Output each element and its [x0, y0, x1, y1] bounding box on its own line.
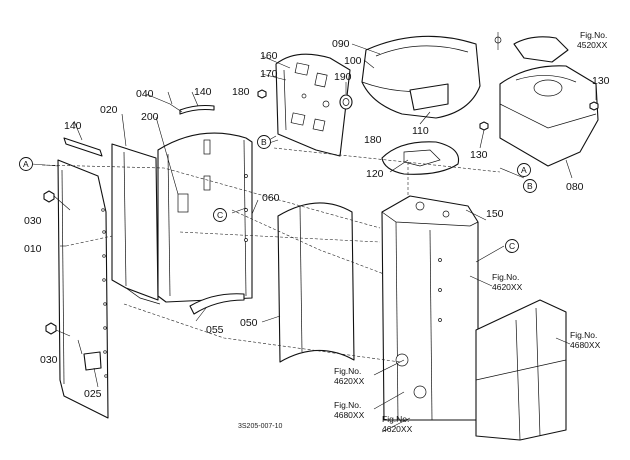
nut-130-right — [589, 101, 599, 111]
part-label: 030 — [40, 354, 58, 366]
front-cover-panel — [57, 159, 109, 419]
part-label: 140 — [194, 86, 212, 98]
part-label: 170 — [260, 68, 278, 80]
svg-text:Fig.No.: Fig.No. — [382, 414, 409, 424]
part-label: 030 — [24, 215, 42, 227]
svg-text:Fig.No.: Fig.No. — [492, 272, 519, 282]
knob-190 — [339, 94, 353, 110]
bolt-030-upper — [43, 190, 71, 211]
nut-130-left — [479, 121, 489, 131]
svg-text:Fig.No.: Fig.No. — [334, 400, 361, 410]
part-label: 180 — [364, 134, 382, 146]
svg-text:B: B — [261, 137, 267, 147]
ref-marker-b-top: B — [257, 135, 271, 149]
svg-text:4680XX: 4680XX — [334, 410, 365, 420]
alignment-line-a — [41, 164, 381, 229]
svg-text:A: A — [521, 165, 527, 175]
part-label: 130 — [470, 149, 488, 161]
part-label: 130 — [592, 75, 610, 87]
svg-text:4520XX: 4520XX — [577, 40, 608, 50]
fig-ref-4620-bottom: Fig.No. 4620XX — [382, 414, 413, 434]
part-label: 140 — [64, 120, 82, 132]
label-plate-025 — [83, 351, 102, 371]
fig-ref-4620-mid: Fig.No. 4620XX — [334, 366, 365, 386]
ref-marker-c-right: C — [505, 239, 519, 253]
seat-shell-090 — [361, 35, 481, 119]
part-label: 190 — [334, 71, 352, 83]
main-frame-column — [381, 195, 479, 421]
gasket-120 — [381, 141, 460, 175]
part-label: 150 — [486, 208, 504, 220]
ref-marker-a-right: A — [517, 163, 531, 177]
control-plate-160 — [275, 53, 351, 157]
inner-panel-020 — [111, 143, 161, 305]
svg-text:Fig.No.: Fig.No. — [580, 30, 607, 40]
part-label: 020 — [100, 104, 118, 116]
svg-text:4620XX: 4620XX — [492, 282, 523, 292]
svg-text:4620XX: 4620XX — [334, 376, 365, 386]
part-label: 120 — [366, 168, 384, 180]
part-label: 055 — [206, 324, 224, 336]
svg-text:Fig.No.: Fig.No. — [570, 330, 597, 340]
part-label: 025 — [84, 388, 102, 400]
fig-ref-4520: Fig.No. 4520XX — [577, 30, 608, 50]
bracket-055 — [189, 293, 245, 315]
seal-strip-140-top — [179, 104, 215, 115]
svg-text:C: C — [509, 241, 515, 251]
alignment-line-d — [123, 303, 401, 363]
part-label: 080 — [566, 181, 584, 193]
part-label: 100 — [344, 55, 362, 67]
alignment-line-f — [179, 231, 381, 243]
part-label: 090 — [332, 38, 350, 50]
svg-text:B: B — [527, 181, 533, 191]
rear-cover-080 — [499, 65, 599, 167]
leader-lines — [31, 43, 597, 433]
part-label: 060 — [262, 192, 280, 204]
bolt-030-lower — [45, 322, 71, 337]
ref-marker-b-right: B — [523, 179, 537, 193]
fig-ref-4620-upper: Fig.No. 4620XX — [492, 272, 523, 292]
seal-strip-140-left — [63, 137, 103, 157]
alignment-line-b — [273, 147, 501, 173]
alignment-line-c — [231, 209, 385, 275]
part-label: 160 — [260, 50, 278, 62]
svg-text:Fig.No.: Fig.No. — [334, 366, 361, 376]
drawing-code: 3S205-007-10 — [238, 423, 282, 430]
part-label: 180 — [232, 86, 250, 98]
part-label: 200 — [141, 111, 159, 123]
fig-ref-4680-right: Fig.No. 4680XX — [570, 330, 601, 350]
svg-text:C: C — [217, 210, 223, 220]
ref-marker-a-left: A — [19, 157, 33, 171]
svg-text:A: A — [23, 159, 29, 169]
alignment-line-e — [65, 235, 113, 247]
center-panel-050 — [277, 202, 355, 363]
ref-marker-c-left: C — [213, 208, 227, 222]
part-label: 010 — [24, 243, 42, 255]
side-frame-4680 — [475, 299, 567, 441]
fig-ref-4680-bottom: Fig.No. 4680XX — [334, 400, 365, 420]
part-number-labels: 010 020 025 030 030 040 050 055 060 080 … — [24, 38, 610, 400]
side-housing-040 — [157, 132, 253, 303]
part-label: 050 — [240, 317, 258, 329]
svg-text:4680XX: 4680XX — [570, 340, 601, 350]
svg-text:4620XX: 4620XX — [382, 424, 413, 434]
part-label: 040 — [136, 88, 154, 100]
part-label: 110 — [412, 125, 429, 137]
screw-180-top — [257, 89, 267, 99]
seat-mount-bracket — [494, 32, 569, 63]
